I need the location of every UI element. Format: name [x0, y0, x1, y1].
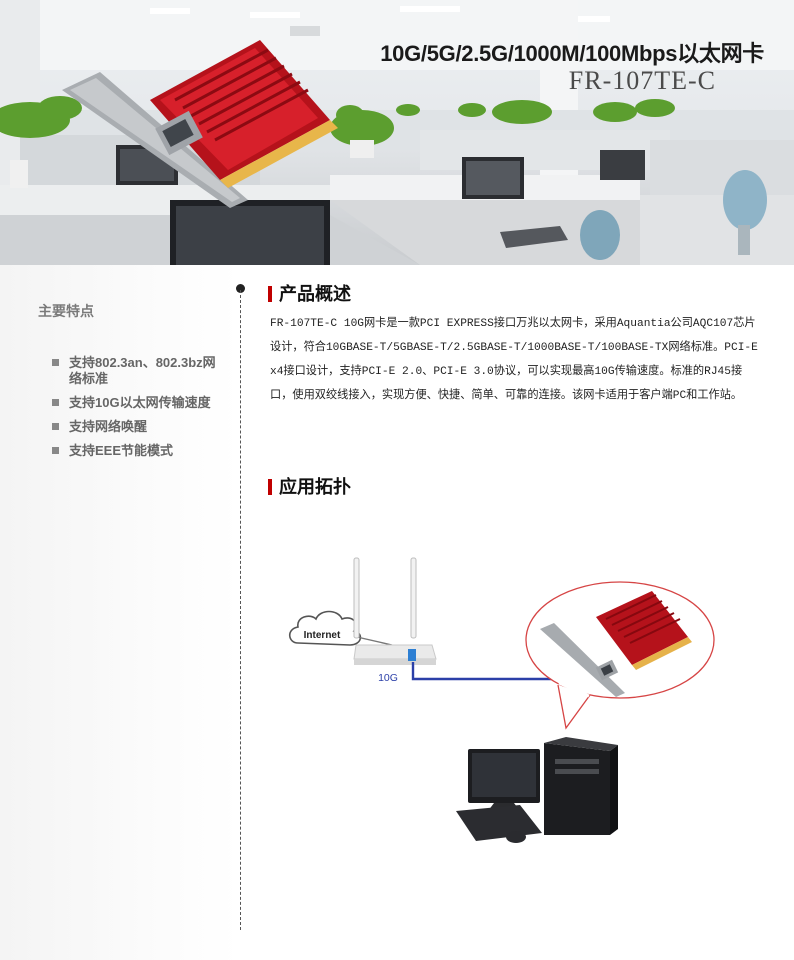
feature-text: 支持EEE节能模式	[69, 443, 174, 458]
wireless-router-icon	[353, 557, 437, 665]
square-bullet-icon	[52, 423, 59, 430]
sidebar: 主要特点 支持802.3an、802.3bz网络标准 支持10G以太网传输速度 …	[0, 265, 240, 960]
network-cable	[411, 662, 598, 681]
feature-item: 支持EEE节能模式	[52, 443, 224, 459]
heading-accent-bar	[268, 286, 272, 302]
topology-heading-text: 应用拓扑	[279, 477, 351, 497]
overview-heading-text: 产品概述	[279, 284, 351, 304]
feature-list: 支持802.3an、802.3bz网络标准 支持10G以太网传输速度 支持网络唤…	[52, 355, 224, 467]
banner-title: 10G/5G/2.5G/1000M/100Mbps以太网卡	[380, 41, 764, 66]
internet-label: Internet	[304, 630, 341, 641]
feature-item: 支持802.3an、802.3bz网络标准	[52, 355, 224, 387]
heading-accent-bar	[268, 479, 272, 495]
feature-text: 支持802.3an、802.3bz网络标准	[69, 355, 216, 386]
overview-heading: 产品概述	[268, 284, 351, 304]
square-bullet-icon	[52, 447, 59, 454]
dashed-divider	[240, 290, 241, 930]
desktop-computer-icon	[456, 737, 618, 843]
feature-item: 支持10G以太网传输速度	[52, 395, 224, 411]
feature-item: 支持网络唤醒	[52, 419, 224, 435]
sidebar-title: 主要特点	[38, 303, 94, 319]
feature-text: 支持10G以太网传输速度	[69, 395, 211, 410]
link-speed-label: 10G	[378, 672, 398, 684]
square-bullet-icon	[52, 399, 59, 406]
office-scene-illustration	[0, 0, 794, 265]
overview-body: FR-107TE-C 10G网卡是一款PCI EXPRESS接口万兆以太网卡，采…	[270, 318, 758, 402]
network-card-icon	[540, 591, 692, 697]
topology-heading: 应用拓扑	[268, 477, 351, 497]
hero-banner: 10G/5G/2.5G/1000M/100Mbps以太网卡 FR-107TE-C	[0, 0, 794, 265]
square-bullet-icon	[52, 359, 59, 366]
divider-dot	[236, 284, 245, 293]
network-card-photo	[62, 40, 338, 208]
topology-diagram: Internet 10G	[288, 557, 715, 843]
feature-text: 支持网络唤醒	[69, 419, 148, 434]
banner-model: FR-107TE-C	[568, 66, 716, 95]
